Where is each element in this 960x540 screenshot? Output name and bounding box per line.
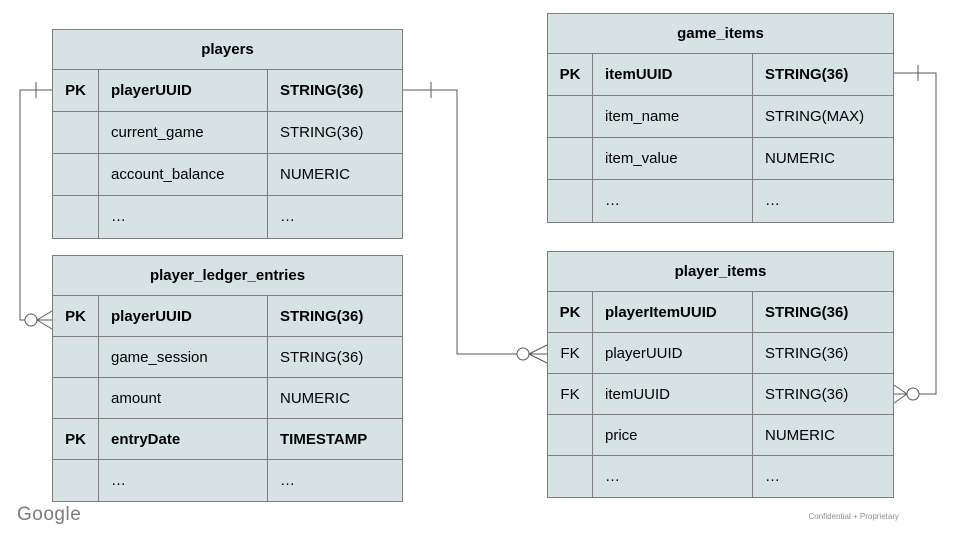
row-key-cell: PK xyxy=(53,296,99,336)
relationship-line xyxy=(894,73,936,394)
table-row: … … xyxy=(548,456,893,497)
relationship-line xyxy=(20,90,52,320)
table-row: PK itemUUID STRING(36) xyxy=(548,54,893,96)
entity-table-game-items: game_items PK itemUUID STRING(36) item_n… xyxy=(547,13,894,223)
table-row: price NUMERIC xyxy=(548,415,893,456)
row-type-cell: STRING(36) xyxy=(280,82,364,99)
row-name-cell: current_game xyxy=(99,112,268,153)
row-key-cell xyxy=(53,337,99,377)
cardinality-zero-circle-icon xyxy=(25,314,37,326)
row-type-cell: NUMERIC xyxy=(280,390,350,407)
row-name-cell: account_balance xyxy=(99,154,268,195)
entity-table-player-items: player_items PK playerItemUUID STRING(36… xyxy=(547,251,894,498)
cardinality-zero-circle-icon xyxy=(517,348,529,360)
relationship-players-to-player-items xyxy=(403,82,547,363)
row-name-cell: game_session xyxy=(99,337,268,377)
table-row: current_game STRING(36) xyxy=(53,112,402,154)
row-name-cell: playerUUID xyxy=(99,296,268,336)
row-name-cell: … xyxy=(593,180,753,222)
row-name-cell: playerItemUUID xyxy=(593,292,753,332)
row-key-cell xyxy=(53,378,99,418)
row-key-cell: PK xyxy=(548,292,593,332)
crows-foot-many-icon xyxy=(37,311,52,329)
row-type-cell: STRING(36) xyxy=(765,386,849,403)
row-name-cell: item_name xyxy=(593,96,753,137)
entity-table-player-ledger-entries: player_ledger_entries PK playerUUID STRI… xyxy=(52,255,403,502)
row-name-cell: … xyxy=(99,196,268,238)
row-type-cell: TIMESTAMP xyxy=(280,431,368,448)
row-key-cell: PK xyxy=(53,419,99,459)
table-row: account_balance NUMERIC xyxy=(53,154,402,196)
row-name-cell: playerUUID xyxy=(99,70,268,111)
row-key-cell xyxy=(53,196,99,238)
cardinality-zero-circle-icon xyxy=(907,388,919,400)
row-type-cell: … xyxy=(280,208,295,225)
row-type-cell: STRING(36) xyxy=(280,308,364,325)
row-type-cell: NUMERIC xyxy=(765,150,835,167)
table-row: PK playerItemUUID STRING(36) xyxy=(548,292,893,333)
table-row: … … xyxy=(53,196,402,238)
relationship-players-to-player-ledger-entries xyxy=(20,82,52,329)
row-name-cell: amount xyxy=(99,378,268,418)
row-type-cell: NUMERIC xyxy=(765,427,835,444)
crows-foot-many-icon xyxy=(529,345,547,363)
table-row: FK playerUUID STRING(36) xyxy=(548,333,893,374)
row-key-cell xyxy=(548,456,593,497)
table-title: player_items xyxy=(548,252,893,292)
table-row: game_session STRING(36) xyxy=(53,337,402,378)
relationship-game-items-to-player-items xyxy=(894,65,936,403)
row-type-cell: STRING(MAX) xyxy=(765,108,865,125)
table-row: item_name STRING(MAX) xyxy=(548,96,893,138)
table-row: item_value NUMERIC xyxy=(548,138,893,180)
crows-foot-many-icon xyxy=(894,385,907,403)
google-logo: Google xyxy=(17,504,82,525)
row-type-cell: STRING(36) xyxy=(280,124,364,141)
row-type-cell: STRING(36) xyxy=(765,345,849,362)
row-key-cell xyxy=(548,96,593,137)
table-row: PK playerUUID STRING(36) xyxy=(53,70,402,112)
row-key-cell xyxy=(548,415,593,455)
row-name-cell: price xyxy=(593,415,753,455)
row-type-cell: STRING(36) xyxy=(280,349,364,366)
table-row: … … xyxy=(53,460,402,501)
table-row: PK entryDate TIMESTAMP xyxy=(53,419,402,460)
row-type-cell: … xyxy=(765,468,780,485)
row-type-cell: STRING(36) xyxy=(765,304,849,321)
row-key-cell xyxy=(548,180,593,222)
row-name-cell: item_value xyxy=(593,138,753,179)
row-type-cell: NUMERIC xyxy=(280,166,350,183)
row-key-cell: FK xyxy=(548,333,593,373)
row-type-cell: STRING(36) xyxy=(765,66,849,83)
row-name-cell: … xyxy=(593,456,753,497)
row-type-cell: … xyxy=(280,472,295,489)
relationship-line xyxy=(403,90,517,354)
row-name-cell: itemUUID xyxy=(593,54,753,95)
table-row: … … xyxy=(548,180,893,222)
row-key-cell: PK xyxy=(548,54,593,95)
table-title: player_ledger_entries xyxy=(53,256,402,296)
table-row: amount NUMERIC xyxy=(53,378,402,419)
row-key-cell: PK xyxy=(53,70,99,111)
row-name-cell: entryDate xyxy=(99,419,268,459)
confidential-note: Confidential + Proprietary xyxy=(808,512,900,521)
row-name-cell: itemUUID xyxy=(593,374,753,414)
row-key-cell xyxy=(53,154,99,195)
row-key-cell: FK xyxy=(548,374,593,414)
table-row: FK itemUUID STRING(36) xyxy=(548,374,893,415)
row-name-cell: playerUUID xyxy=(593,333,753,373)
row-key-cell xyxy=(53,112,99,153)
row-name-cell: … xyxy=(99,460,268,501)
row-key-cell xyxy=(53,460,99,501)
row-type-cell: … xyxy=(765,192,780,209)
table-title: players xyxy=(53,30,402,70)
table-title: game_items xyxy=(548,14,893,54)
entity-table-players: players PK playerUUID STRING(36) current… xyxy=(52,29,403,239)
row-key-cell xyxy=(548,138,593,179)
table-row: PK playerUUID STRING(36) xyxy=(53,296,402,337)
